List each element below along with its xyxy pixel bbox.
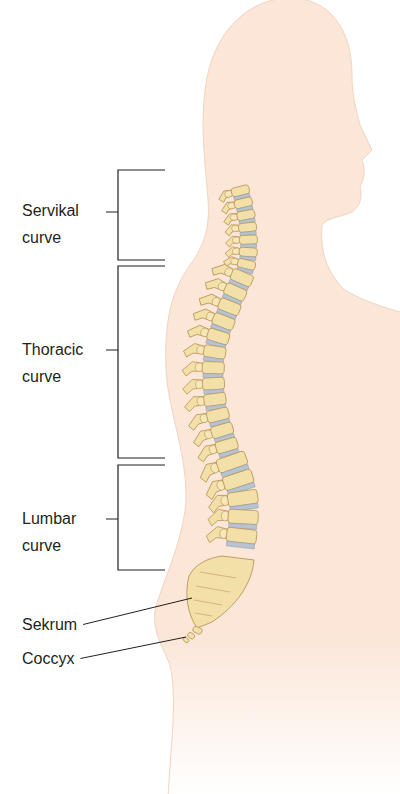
leader-lines [80,598,192,659]
vertebral-body [202,361,224,374]
intervertebral-disc [226,541,254,549]
spinous-process [183,395,205,412]
thoracic-bracket [106,266,165,458]
spinous-process [186,412,209,431]
spinous-process [225,236,239,247]
vertebra [205,525,257,549]
spinous-process [224,224,239,236]
vertebra [182,361,225,378]
vertebral-body [202,377,225,390]
spinous-process [182,361,202,376]
spine [182,182,259,549]
cervical-bracket [106,170,165,260]
vertebral-body [239,247,258,257]
spinous-process [191,305,215,326]
vertebra [183,342,227,364]
coccyx-segment [192,626,203,635]
leader-line [83,598,192,625]
spinous-process [183,342,205,359]
spinous-process [223,213,239,226]
region-label: Lumbar curve [22,505,102,559]
spinous-process [220,201,236,215]
vertebra [225,235,257,249]
spinous-process [182,379,203,394]
region-label: Sekrum [22,611,77,638]
spinous-process [206,525,228,544]
region-label: Coccyx [22,645,74,672]
body-silhouette [155,0,400,794]
sacral-ridges [194,572,236,616]
vertebra [208,508,259,529]
vertebra [182,377,225,395]
sacrum-shape [187,556,254,628]
spinous-process [186,322,209,342]
leader-line [80,637,186,659]
spinous-process [208,509,229,527]
coccyx-segment [187,632,196,640]
region-label: Thoracic curve [22,336,102,390]
vertebral-body [228,509,259,525]
region-brackets [106,170,165,570]
vertebral-body [239,235,257,245]
sacrum-bone [182,556,254,643]
region-label: Servikal curve [22,197,102,251]
lumbar-bracket [106,465,165,570]
